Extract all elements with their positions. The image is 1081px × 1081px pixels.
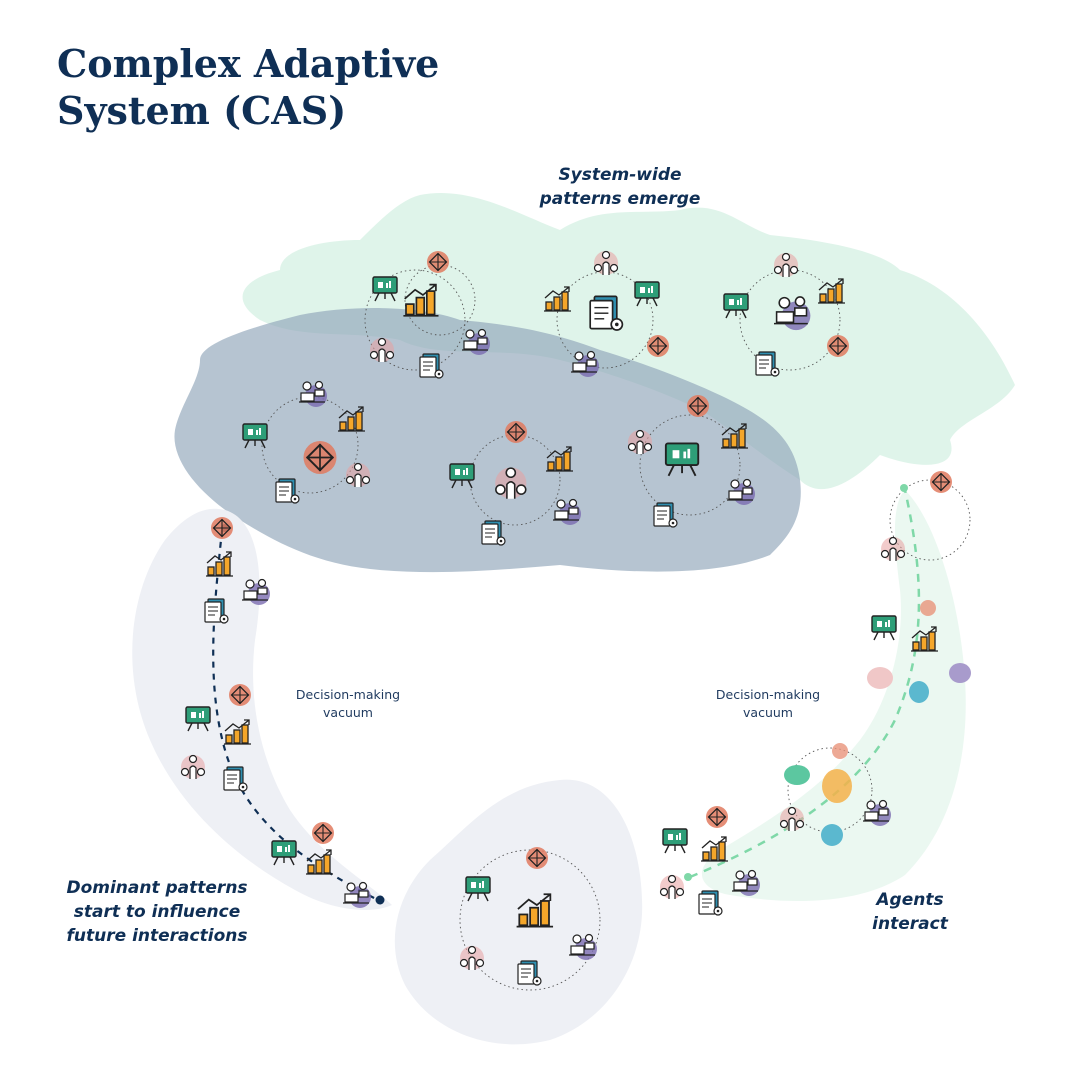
path-end-dot bbox=[375, 895, 385, 905]
ring bbox=[889, 479, 971, 561]
puzzle-icon bbox=[210, 516, 234, 540]
ring bbox=[404, 264, 476, 336]
team-network-icon bbox=[345, 462, 371, 488]
label-agents-interact: Agents interact bbox=[872, 890, 948, 934]
puzzle-icon bbox=[311, 821, 335, 845]
puzzle-icon bbox=[826, 334, 850, 358]
agent-dot bbox=[832, 743, 848, 759]
label-vacuum-right: Decision-making vacuum bbox=[715, 687, 821, 720]
team-network-icon bbox=[779, 806, 805, 832]
documents-gear-icon bbox=[755, 351, 780, 377]
agent-dot bbox=[867, 667, 893, 689]
team-network-icon bbox=[593, 250, 619, 276]
agent-dot bbox=[784, 765, 810, 785]
puzzle-icon bbox=[705, 805, 729, 829]
puzzle-icon bbox=[426, 250, 450, 274]
documents-gear-icon bbox=[698, 890, 723, 916]
page-title: Complex Adaptive System (CAS) bbox=[57, 41, 440, 133]
puzzle-icon bbox=[929, 470, 953, 494]
path-dot bbox=[684, 873, 692, 881]
agent-dot bbox=[920, 600, 936, 616]
team-network-icon bbox=[627, 429, 653, 455]
presentation-icon bbox=[871, 615, 897, 641]
presentation-icon bbox=[662, 828, 688, 854]
growth-chart-icon bbox=[700, 836, 729, 862]
presentation-icon bbox=[271, 840, 297, 866]
label-vacuum-left: Decision-making vacuum bbox=[295, 687, 401, 720]
label-patterns-emerge: System-wide patterns emerge bbox=[539, 165, 701, 209]
team-network-icon bbox=[773, 252, 799, 278]
presentation-icon bbox=[634, 281, 660, 307]
ring bbox=[364, 269, 466, 371]
left-loop-blob bbox=[132, 508, 393, 910]
presentation-icon bbox=[465, 876, 491, 902]
ring bbox=[639, 414, 741, 516]
puzzle-icon bbox=[302, 440, 338, 475]
agent-dot bbox=[822, 769, 852, 803]
emerge-slate-blob bbox=[174, 308, 801, 573]
documents-gear-icon bbox=[275, 478, 300, 504]
center-group-blob bbox=[394, 779, 643, 1045]
documents-gear-icon bbox=[481, 520, 506, 546]
path-dot bbox=[900, 484, 908, 492]
documents-gear-icon bbox=[204, 598, 229, 624]
presentation-icon bbox=[372, 276, 398, 302]
agent-dot bbox=[909, 681, 929, 703]
presentation-icon bbox=[723, 293, 749, 319]
dominant-pattern-path bbox=[212, 529, 379, 901]
team-network-icon bbox=[880, 536, 906, 562]
team-network-icon bbox=[459, 945, 485, 971]
label-dominant-patterns: Dominant patterns start to influence fut… bbox=[66, 878, 248, 946]
puzzle-icon bbox=[504, 420, 528, 444]
puzzle-icon bbox=[686, 394, 710, 418]
documents-gear-icon bbox=[517, 960, 542, 986]
documents-gear-icon bbox=[653, 502, 678, 528]
documents-gear-icon bbox=[589, 295, 624, 331]
team-network-icon bbox=[659, 874, 685, 900]
agent-dot bbox=[949, 663, 971, 683]
right-loop-blob bbox=[701, 490, 966, 901]
ring bbox=[787, 747, 873, 833]
puzzle-icon bbox=[228, 683, 252, 707]
presentation-icon bbox=[242, 423, 268, 449]
documents-gear-icon bbox=[419, 353, 444, 379]
agent-dot bbox=[821, 824, 843, 846]
presentation-icon bbox=[449, 463, 475, 489]
puzzle-icon bbox=[646, 334, 670, 358]
documents-gear-icon bbox=[223, 766, 248, 792]
presentation-icon bbox=[185, 706, 211, 732]
team-network-icon bbox=[369, 337, 395, 363]
presentation-icon bbox=[664, 442, 700, 477]
puzzle-icon bbox=[525, 846, 549, 870]
team-network-icon bbox=[494, 466, 528, 500]
team-network-icon bbox=[180, 754, 206, 780]
